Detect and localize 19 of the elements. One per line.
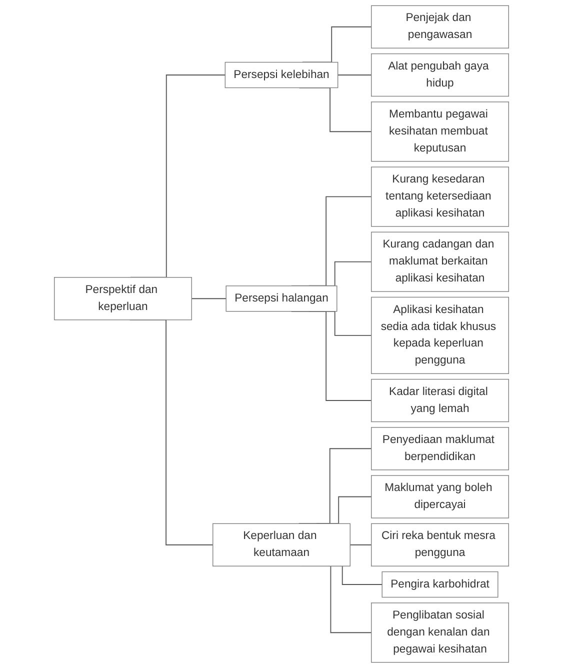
node-box: Penglibatan sosial dengan kenalan dan pegawai kesihatan xyxy=(371,602,509,663)
node-box: Kadar literasi digital yang lemah xyxy=(371,378,509,422)
connector xyxy=(350,544,372,546)
node-box: Penjejak dan pengawasan xyxy=(371,5,509,48)
node-box: Membantu pegawai kesihatan membuat keputusan xyxy=(371,102,509,162)
connector xyxy=(337,74,372,76)
node-box: Kurang kesedaran tentang ketersediaan aplikasi kesihatan xyxy=(371,166,509,227)
node-box: Aplikasi kesihatan sedia ada tidak khusus kepada keperluan pengguna xyxy=(371,296,509,374)
node-box: Maklumat yang boleh dipercayai xyxy=(371,475,509,518)
node-box: Kurang cadangan dan maklumat berkaitan aplikasi kesihatan xyxy=(371,232,509,292)
node-box: Persepsi kelebihan xyxy=(224,62,338,88)
connector xyxy=(191,298,227,300)
node-box: Persepsi halangan xyxy=(226,286,338,312)
node-box: Keperluan dan keutamaan xyxy=(212,523,350,566)
node-box: Ciri reka bentuk mesra pengguna xyxy=(371,523,509,566)
node-box: Alat pengubah gaya hidup xyxy=(371,53,509,97)
node-box: Pengira karbohidrat xyxy=(382,571,498,598)
node-box: Penyediaan maklumat berpendidikan xyxy=(371,427,509,470)
node-box: Perspektif dan keperluan xyxy=(54,277,192,320)
